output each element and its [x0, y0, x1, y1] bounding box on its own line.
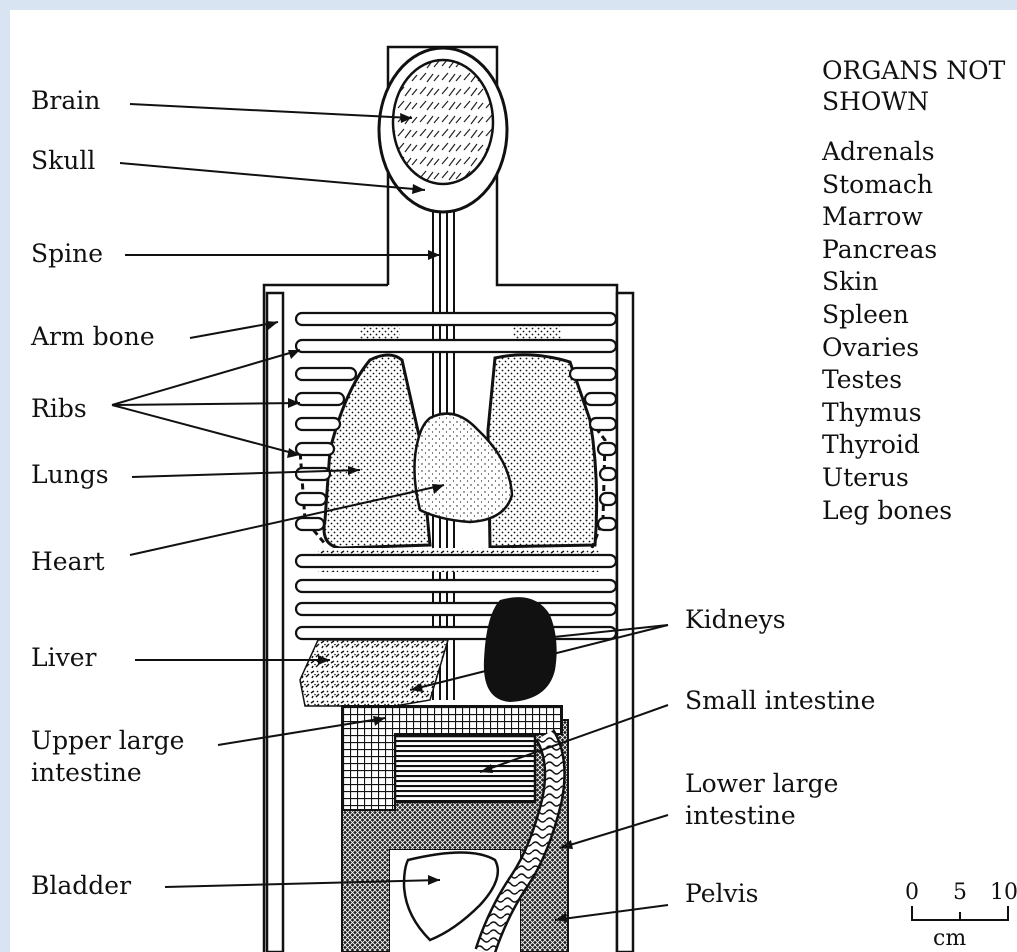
- scale-tick-0: 0: [905, 877, 919, 908]
- scale-bar: [912, 906, 1008, 920]
- label-heart: Heart: [31, 546, 105, 577]
- label-skull: Skull: [31, 145, 95, 176]
- small-intestine: [395, 736, 535, 802]
- organ-list-item: Thymus: [822, 397, 922, 428]
- scale-unit: cm: [933, 923, 966, 952]
- organ-list-item: Spleen: [822, 299, 909, 330]
- label-lungs: Lungs: [31, 459, 109, 490]
- label-small-intestine: Small intestine: [685, 685, 875, 716]
- label-spine: Spine: [31, 238, 103, 269]
- scale-tick-10: 10: [990, 877, 1017, 908]
- label-ribs: Ribs: [31, 393, 87, 424]
- organs-not-shown-heading-line1: ORGANS NOT: [822, 55, 1005, 86]
- organ-list-item: Ovaries: [822, 332, 919, 363]
- organ-list-item: Adrenals: [822, 136, 935, 167]
- label-liver: Liver: [31, 642, 96, 673]
- label-pelvis: Pelvis: [685, 878, 758, 909]
- organ-list-item: Thyroid: [822, 429, 920, 460]
- organ-list-item: Leg bones: [822, 495, 952, 526]
- organ-list-item: Stomach: [822, 169, 933, 200]
- label-brain: Brain: [31, 85, 100, 116]
- label-kidneys: Kidneys: [685, 604, 786, 635]
- organ-list-item: Marrow: [822, 201, 923, 232]
- organ-list-item: Uterus: [822, 462, 909, 493]
- organ-list-item: Pancreas: [822, 234, 937, 265]
- label-upper-large-intestine-line2: intestine: [31, 757, 142, 788]
- figure-frame: Brain Skull Spine Arm bone Ribs Lungs He…: [10, 10, 1017, 952]
- label-lower-large-intestine-line1: Lower large: [685, 768, 838, 799]
- label-upper-large-intestine-line1: Upper large: [31, 725, 184, 756]
- label-lower-large-intestine-line2: intestine: [685, 800, 796, 831]
- label-bladder: Bladder: [31, 870, 131, 901]
- organ-list-item: Skin: [822, 266, 878, 297]
- organ-list-item: Testes: [822, 364, 902, 395]
- scale-tick-5: 5: [953, 877, 967, 908]
- organs-not-shown-heading-line2: SHOWN: [822, 86, 929, 117]
- label-arm-bone: Arm bone: [31, 321, 155, 352]
- liver: [300, 640, 448, 706]
- brain: [393, 60, 493, 184]
